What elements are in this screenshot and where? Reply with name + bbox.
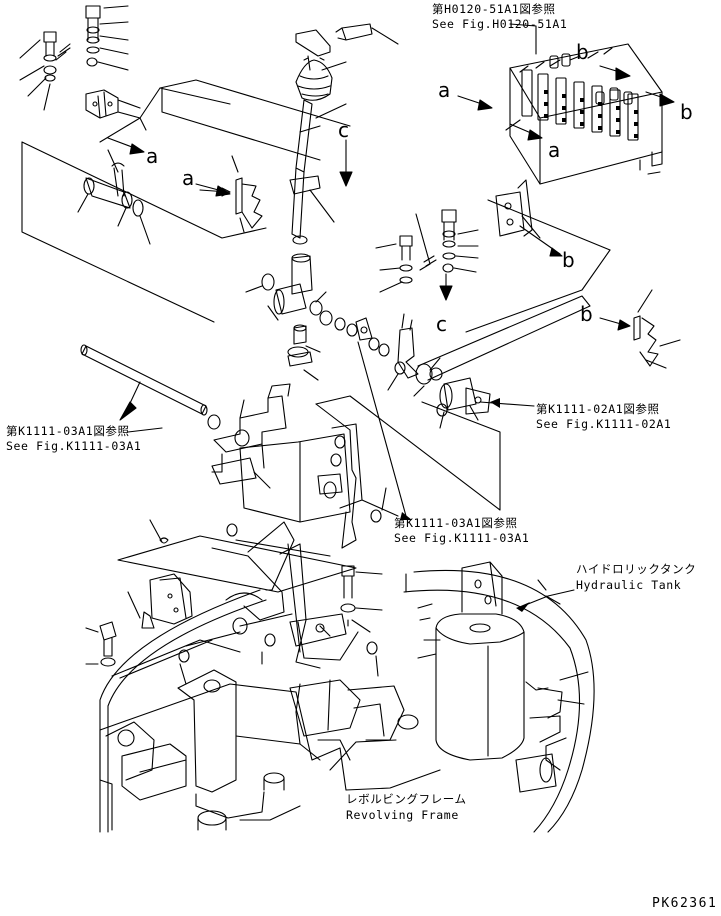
hydraulic-tank <box>435 561 561 793</box>
callout-k1111-02-jp: 第K1111-02A1図参照 <box>536 402 660 416</box>
marker-c: c <box>436 312 447 336</box>
marker-a: a <box>548 138 561 162</box>
label-hydraulic-tank-jp: ハイドロリックタンク <box>576 562 697 576</box>
callout-k1111-03-mid-jp: 第K1111-03A1図参照 <box>394 516 518 530</box>
arrow-c-upper <box>339 139 353 187</box>
bracket-clevis-left <box>85 89 141 119</box>
marker-c: c <box>338 118 349 142</box>
label-revolving-frame-en: Revolving Frame <box>346 808 459 822</box>
long-rod <box>80 344 208 421</box>
washer-chain-center <box>334 317 407 517</box>
stand-lower-left <box>85 519 379 685</box>
plate-bracket-upper <box>199 155 263 233</box>
label-hydraulic-tank-en: Hydraulic Tank <box>576 578 682 592</box>
marker-b: b <box>562 248 575 272</box>
leader-lines-center-top <box>159 79 351 161</box>
bolt-group-right <box>375 209 479 293</box>
leader-zigzag <box>99 87 231 143</box>
plate-bracket-b-upper <box>465 179 611 333</box>
arrowhead-k1111-02 <box>490 398 500 408</box>
pivot-shaft-left <box>77 149 151 245</box>
label-revolving-frame-jp: レボルビングフレーム <box>346 792 467 806</box>
leader-mid <box>361 499 399 517</box>
leader-callouts <box>127 401 535 627</box>
leader-revolving-frame <box>329 739 397 771</box>
marker-b: b <box>680 100 693 124</box>
plate-bracket-b-lower <box>599 289 681 369</box>
control-valve <box>505 43 663 185</box>
arrows-valve <box>457 23 675 141</box>
marker-b: b <box>580 302 593 326</box>
arrowhead-hydraulic-tank <box>516 602 530 612</box>
marker-a: a <box>146 144 159 168</box>
callout-h0120-jp: 第H0120-51A1図参照 <box>432 2 556 16</box>
callout-k1111-03-left-jp: 第K1111-03A1図参照 <box>6 424 130 438</box>
mounting-bracket <box>207 383 501 549</box>
arrow-c-lower <box>439 273 453 301</box>
callout-k1111-02-en: See Fig.K1111-02A1 <box>536 417 672 431</box>
lever-arm-right <box>387 295 591 429</box>
marker-a: a <box>438 78 451 102</box>
drawing-code: PK62361 <box>652 896 718 911</box>
control-lever-assembly <box>289 23 399 245</box>
arrows-a-left <box>107 137 231 197</box>
callout-k1111-03-left-en: See Fig.K1111-03A1 <box>6 439 142 453</box>
callout-k1111-03-mid-en: See Fig.K1111-03A1 <box>394 531 530 545</box>
center-socket <box>245 253 333 381</box>
bolt-lower-center <box>340 565 383 633</box>
assembly-leader-lines-left <box>21 141 267 323</box>
revolving-frame <box>99 669 441 831</box>
arrowhead-k1111-03-mid <box>400 512 412 520</box>
ring-plate <box>99 569 595 833</box>
callout-h0120-en: See Fig.H0120-51A1 <box>432 17 568 31</box>
bolt-stack-top-left <box>19 5 129 111</box>
marker-b: b <box>576 40 589 64</box>
marker-a: a <box>182 166 195 190</box>
